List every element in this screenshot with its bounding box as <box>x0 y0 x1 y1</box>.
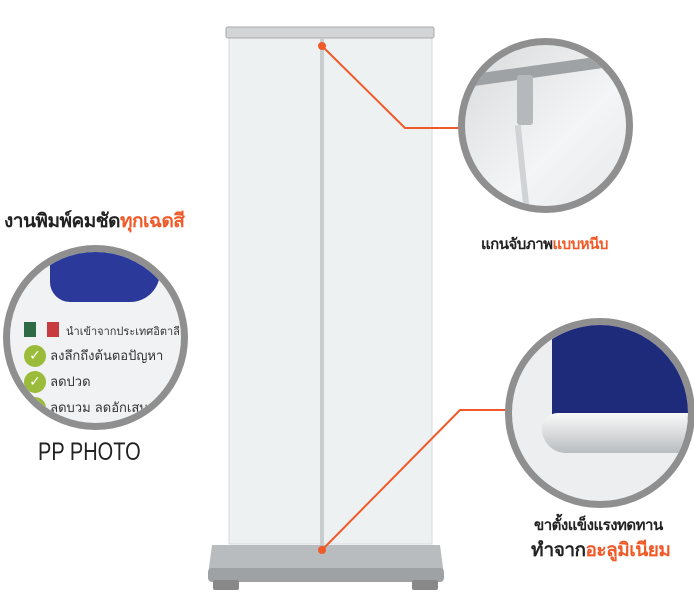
print-sample-circle: นำเข้าจากประเทศอิตาลี ✓ ลงลึกถึงต้นตอปัญ… <box>3 245 188 430</box>
check-icon: ✓ <box>24 371 46 393</box>
sample-line: ลดบวม ลดอักเสบ <box>50 401 148 416</box>
print-quality-title: งานพิมพ์คมชัดทุกเฉดสี <box>4 206 185 236</box>
base-title-line2: ทำจากอะลูมิเนียม <box>531 535 671 565</box>
clamp-title: แกนจับภาพแบบหนีบ <box>481 232 608 256</box>
check-icon: ✓ <box>24 397 46 419</box>
callout-line-top <box>321 45 462 129</box>
banner-image <box>552 325 688 420</box>
title-main: งานพิมพ์คมชัด <box>4 210 120 232</box>
base-image <box>542 413 688 453</box>
check-icon: ✓ <box>24 345 46 367</box>
title-accent: ทุกเฉดสี <box>119 210 185 232</box>
base-title-line1: ขาตั้งแข็งแรงทดทาน <box>534 516 663 534</box>
base <box>208 545 444 575</box>
flag-icon <box>24 322 36 337</box>
base-detail-circle <box>505 318 694 508</box>
title-main: ทำจาก <box>531 539 586 561</box>
title-accent: แบบหนีบ <box>552 235 609 253</box>
clear-banner-panel <box>228 33 433 545</box>
top-clamp-bar <box>225 26 435 39</box>
clamp-detail-circle <box>458 38 633 213</box>
callout-line-bottom <box>321 409 515 551</box>
sample-line: ลงลึกถึงต้นตอปัญหา <box>50 349 164 364</box>
product-image <box>50 252 160 302</box>
clamp-image <box>517 75 533 125</box>
title-accent: อะลูมิเนียม <box>585 539 671 561</box>
sample-line: นำเข้าจากประเทศอิตาลี <box>66 325 180 338</box>
sample-line: ลดปวด <box>50 375 91 390</box>
material-label: PP PHOTO <box>38 438 141 466</box>
title-main: แกนจับภาพ <box>481 235 553 253</box>
